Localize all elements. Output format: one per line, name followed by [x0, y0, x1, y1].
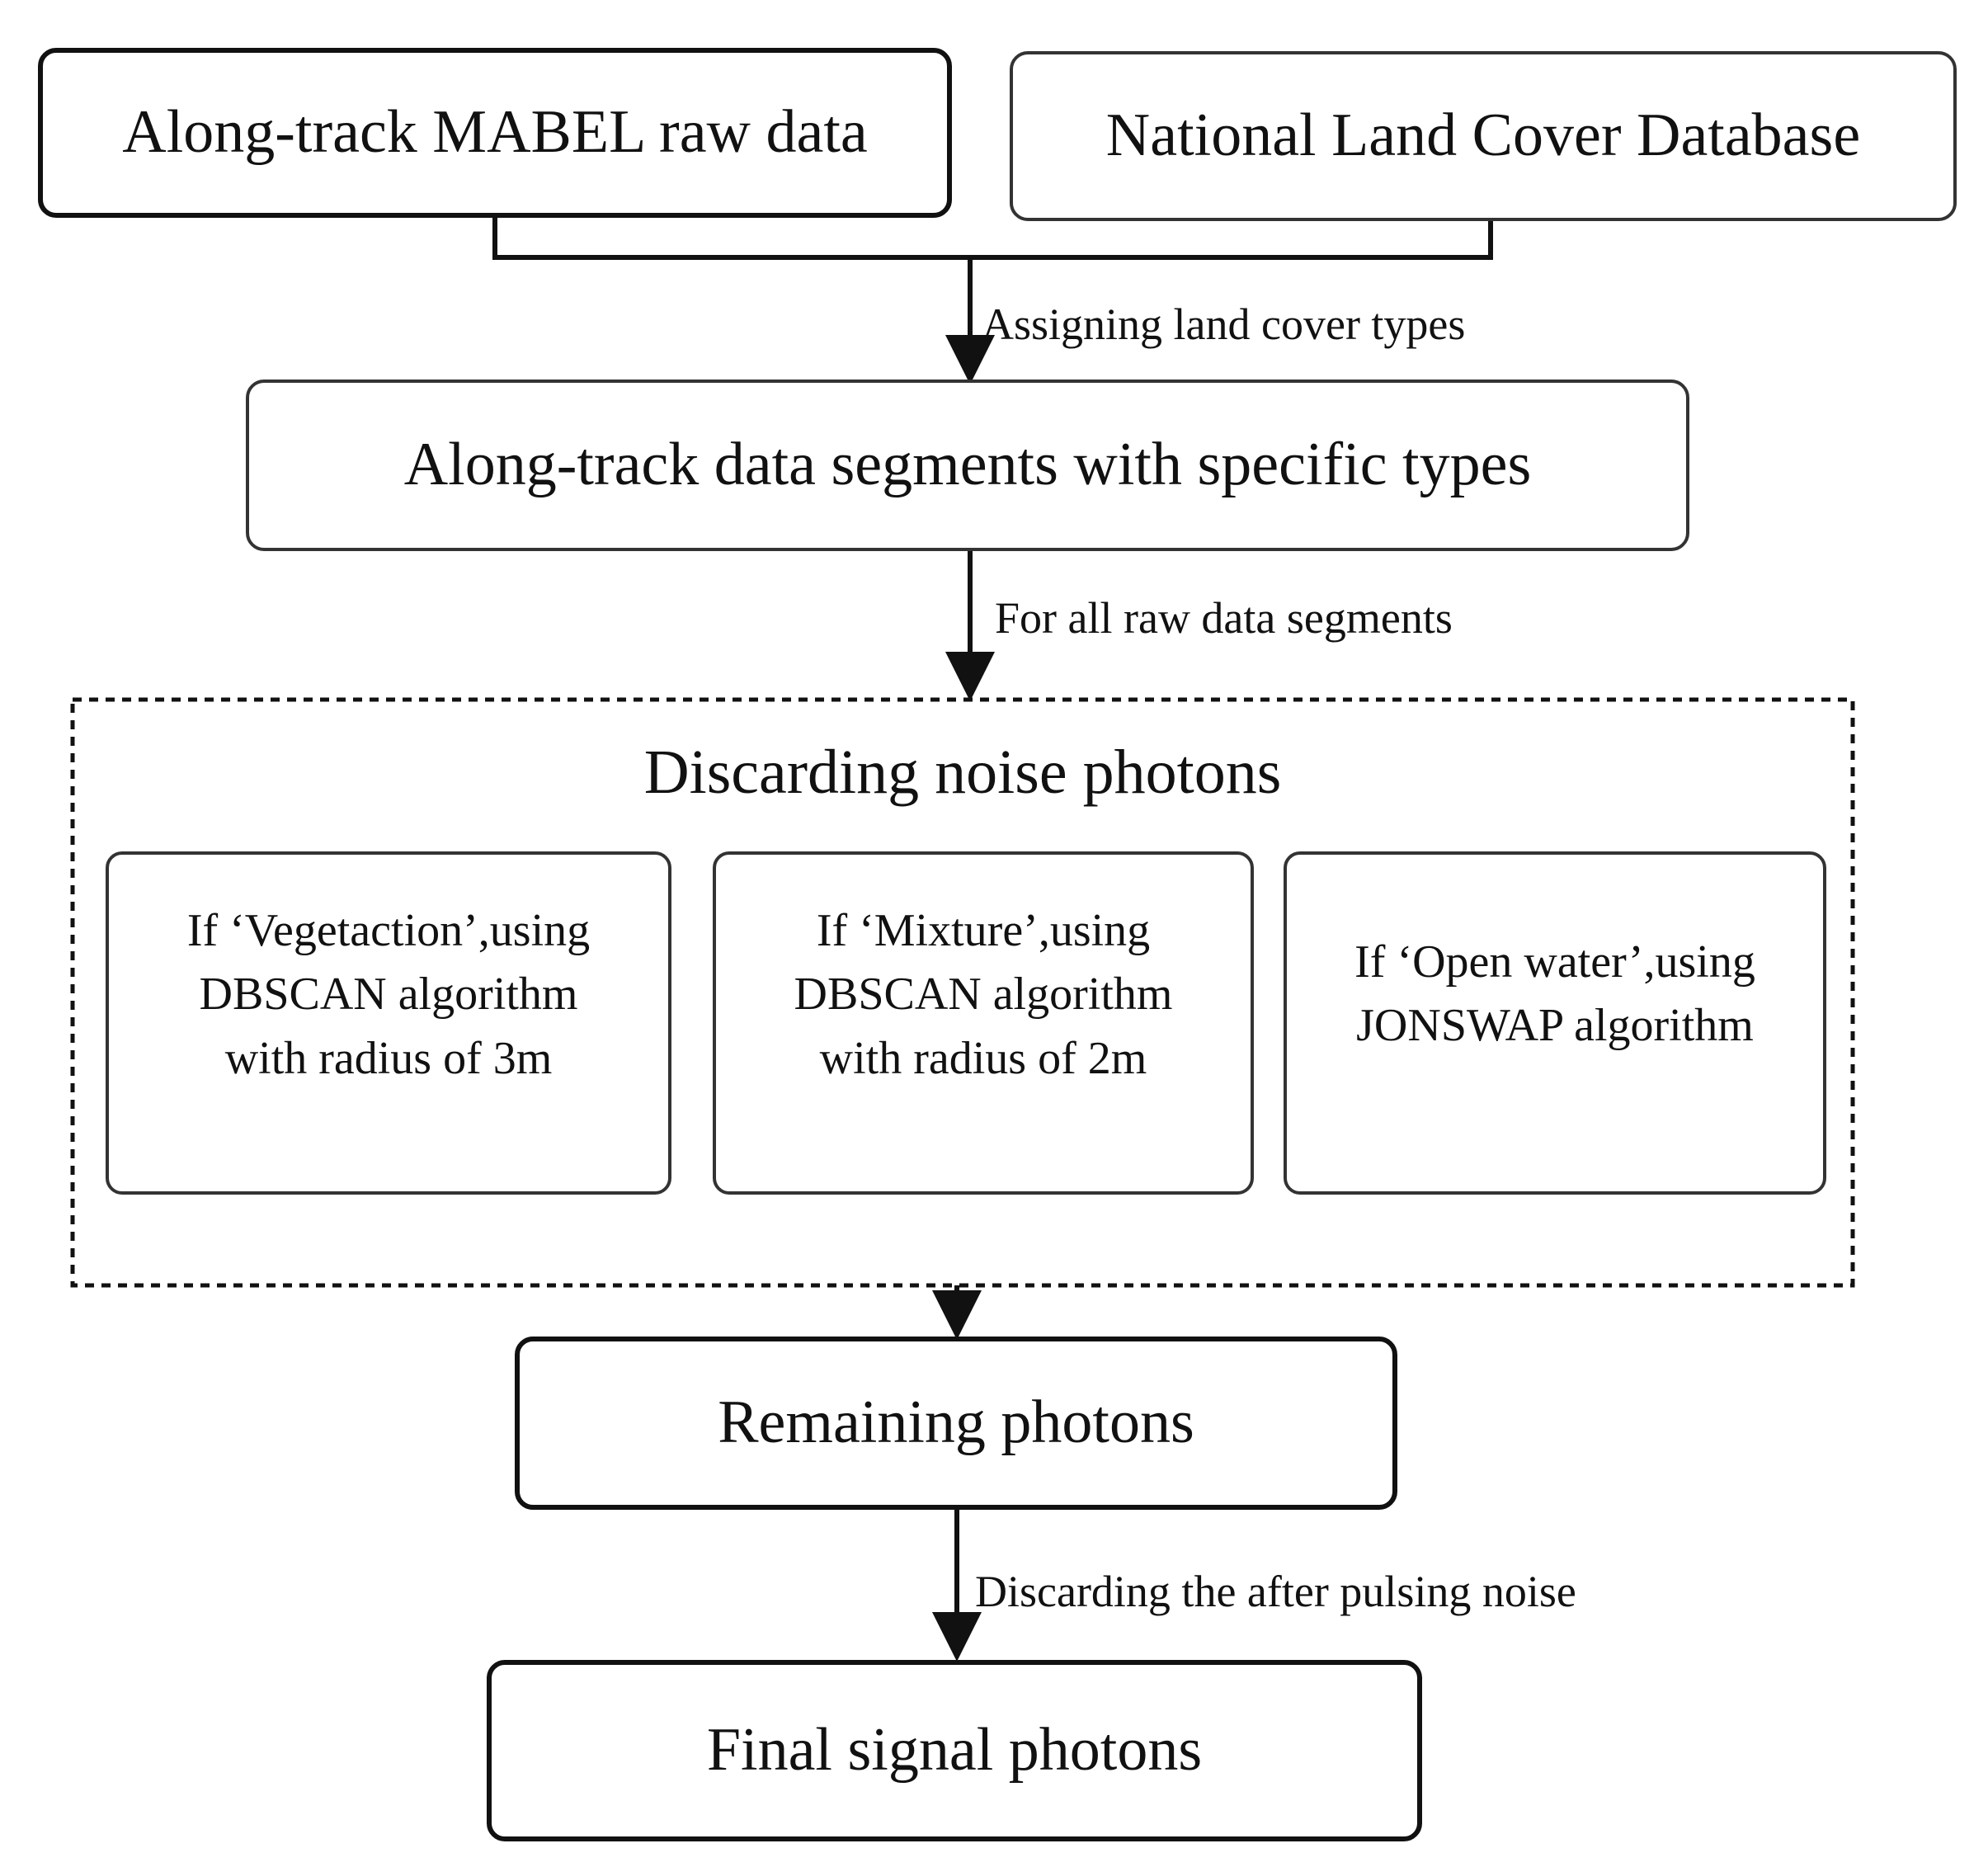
option-open-water-line-2: JONSWAP algorithm — [1356, 1000, 1754, 1052]
option-vegetation-line-1: If ‘Vegetaction’,using — [186, 905, 591, 956]
node-final-signal-photons: Final signal photons — [487, 1660, 1422, 1841]
node-final-signal-photons-label: Final signal photons — [706, 1716, 1203, 1784]
node-land-cover-database: National Land Cover Database — [1010, 51, 1957, 221]
option-mixture-line-2: DBSCAN algorithm — [794, 969, 1173, 1021]
option-open-water: If ‘Open water’,using JONSWAP algorithm — [1284, 851, 1826, 1195]
option-open-water-line-1: If ‘Open water’,using — [1354, 936, 1755, 988]
node-mabel-raw-data: Along-track MABEL raw data — [38, 48, 952, 218]
edge-label-for-all-segments: For all raw data segments — [995, 593, 1453, 643]
edge-label-after-pulsing: Discarding the after pulsing noise — [975, 1567, 1576, 1616]
option-mixture-line-3: with radius of 2m — [819, 1032, 1147, 1084]
option-vegetation-line-3: with radius of 3m — [224, 1032, 553, 1084]
node-mabel-raw-data-label: Along-track MABEL raw data — [122, 98, 868, 167]
option-vegetation-line-2: DBSCAN algorithm — [199, 969, 578, 1021]
noise-group-title: Discarding noise photons — [643, 738, 1282, 807]
node-land-cover-database-label: National Land Cover Database — [1105, 101, 1861, 170]
node-remaining-photons-label: Remaining photons — [718, 1388, 1194, 1457]
node-remaining-photons: Remaining photons — [515, 1337, 1397, 1510]
edge-label-assign-land-cover: Assigning land cover types — [982, 299, 1466, 349]
merge-connector — [492, 216, 1493, 260]
node-data-segments-label: Along-track data segments with specific … — [403, 431, 1532, 499]
option-mixture-line-1: If ‘Mixture’,using — [816, 905, 1151, 956]
node-data-segments: Along-track data segments with specific … — [246, 380, 1689, 551]
option-vegetation: If ‘Vegetaction’,using DBSCAN algorithm … — [106, 851, 671, 1195]
option-mixture: If ‘Mixture’,using DBSCAN algorithm with… — [713, 851, 1254, 1195]
noise-group-border — [70, 697, 1855, 1288]
